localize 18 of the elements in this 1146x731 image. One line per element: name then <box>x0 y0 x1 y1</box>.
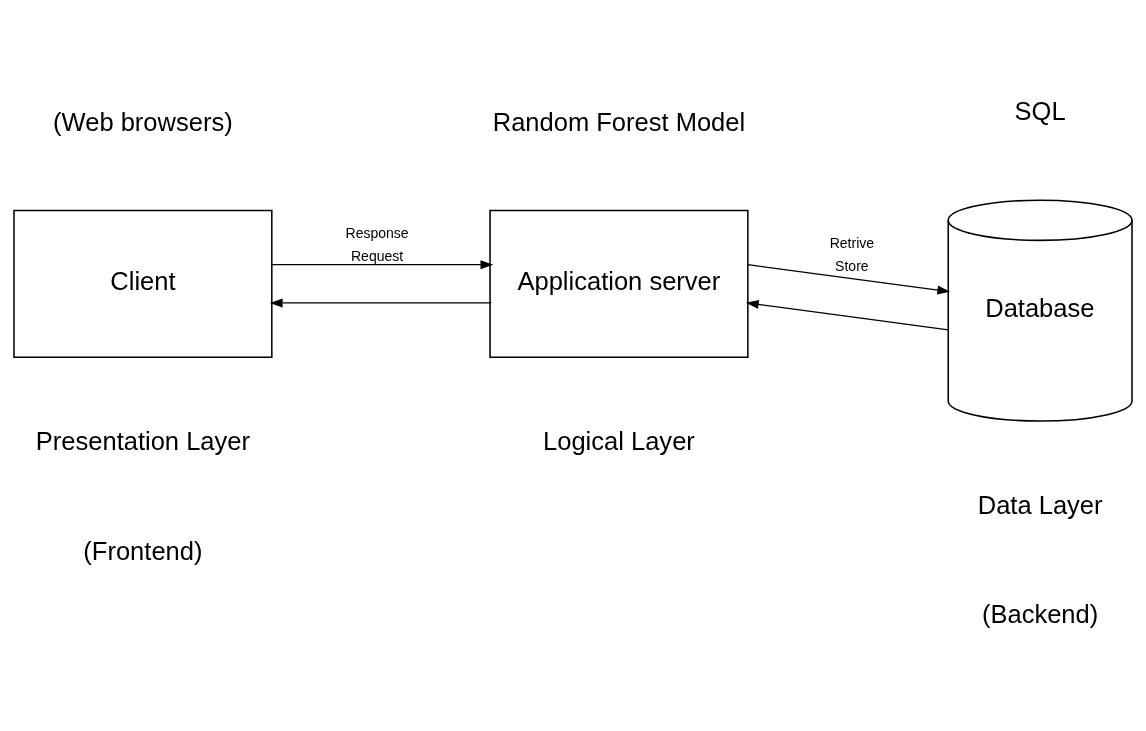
arrow <box>745 299 949 331</box>
arrow <box>269 298 492 308</box>
arrow <box>271 260 494 270</box>
edge-label: Store <box>835 257 869 274</box>
label: Data Layer <box>977 490 1103 519</box>
edge-label: Retrive <box>829 234 875 251</box>
label: Random Forest Model <box>492 107 746 136</box>
label: Presentation Layer <box>35 426 250 455</box>
label: Logical Layer <box>543 426 695 455</box>
node-box: Client <box>13 209 273 358</box>
edge-label: Request <box>350 247 404 264</box>
label: (Web browsers) <box>53 107 233 136</box>
node-box: Application server <box>489 209 749 358</box>
label: (Frontend) <box>83 536 203 565</box>
label: SQL <box>1014 97 1066 126</box>
arrow <box>747 264 951 295</box>
label: (Backend) <box>981 600 1099 629</box>
edge-label: Response <box>345 224 409 241</box>
